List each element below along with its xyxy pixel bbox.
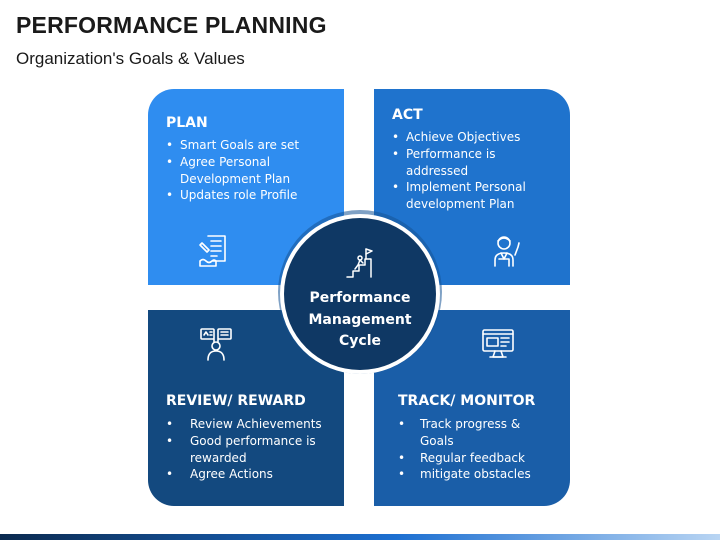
review-reward-title: REVIEW/ REWARD [166,393,306,409]
checklist-document-icon [196,233,232,269]
center-circle: Performance Management Cycle [284,218,436,370]
review-reward-list: Review Achievements Good performance is … [166,416,326,483]
plan-list: Smart Goals are set Agree Personal Devel… [166,137,306,204]
list-item: Regular feedback [398,450,548,467]
list-item: Implement Personal development Plan [392,179,542,213]
ladder-flag-icon [344,246,378,280]
list-item: mitigate obstacles [398,466,548,483]
feedback-person-icon [198,326,234,362]
act-title: ACT [392,107,423,123]
page-title: PERFORMANCE PLANNING [16,12,327,38]
plan-title: PLAN [166,115,208,131]
list-item: Good performance is rewarded [166,433,326,467]
person-raising-hand-icon [488,233,524,269]
page-subtitle: Organization's Goals & Values [16,49,245,68]
list-item: Agree Actions [166,466,326,483]
center-label-line: Performance [309,290,411,306]
track-monitor-title: TRACK/ MONITOR [398,393,536,409]
list-item: Performance is addressed [392,146,542,180]
monitor-dashboard-icon [480,326,516,362]
list-item: Agree Personal Development Plan [166,154,306,188]
list-item: Updates role Profile [166,187,306,204]
track-monitor-list: Track progress & Goals Regular feedback … [398,416,548,483]
bottom-accent-bar [0,534,720,540]
track-monitor-quadrant: TRACK/ MONITOR Track progress & Goals Re… [374,310,570,506]
list-item: Smart Goals are set [166,137,306,154]
center-label: Performance Management Cycle [284,288,436,353]
center-label-line: Management [308,311,412,328]
list-item: Track progress & Goals [398,416,548,450]
list-item: Review Achievements [166,416,326,433]
act-list: Achieve Objectives Performance is addres… [392,129,542,213]
center-label-line: Cycle [339,333,381,349]
list-item: Achieve Objectives [392,129,542,146]
plan-quadrant: PLAN Smart Goals are set Agree Personal … [148,89,344,285]
